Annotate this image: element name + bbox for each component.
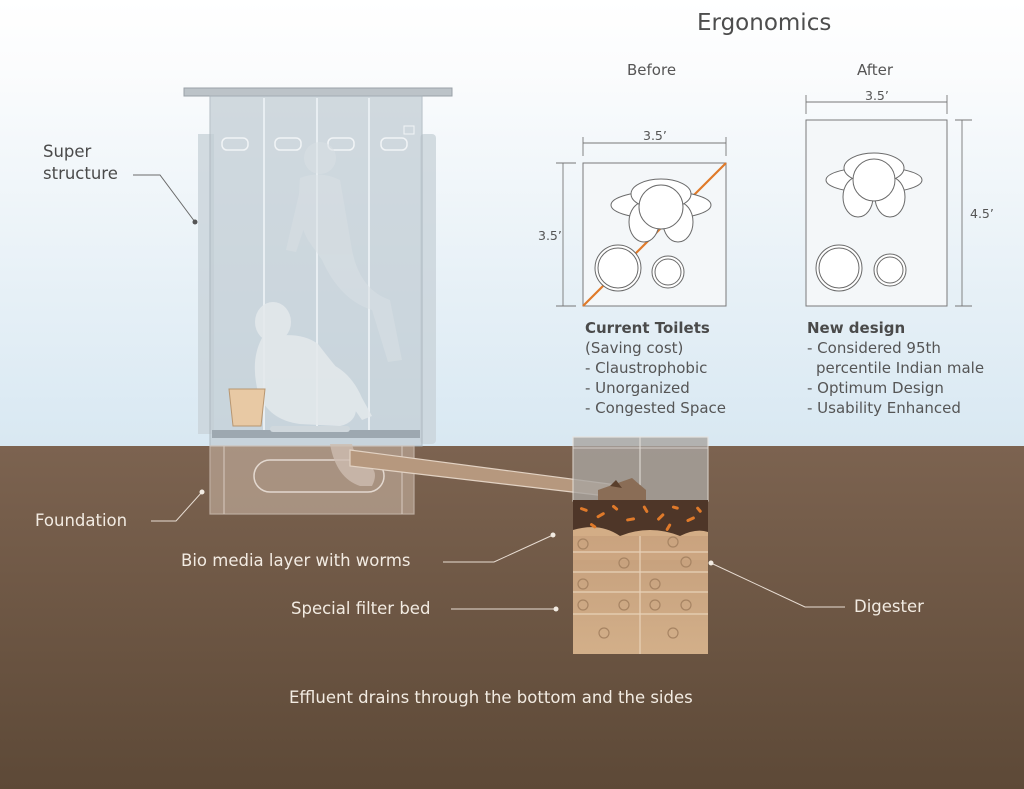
after-item: - Usability Enhanced <box>807 399 961 417</box>
after-label: After <box>857 61 894 79</box>
after-item: - Considered 95th <box>807 339 941 357</box>
after-item: - Optimum Design <box>807 379 944 397</box>
before-item: - Claustrophobic <box>585 359 708 377</box>
filter-bed-label: Special filter bed <box>291 599 431 618</box>
super-structure-label-line1: Super <box>43 142 92 161</box>
before-item: (Saving cost) <box>585 339 684 357</box>
after-heading: New design <box>807 319 906 337</box>
before-label: Before <box>627 61 677 79</box>
foundation-block <box>209 444 415 515</box>
filter-pebbles <box>577 536 692 639</box>
before-plan <box>556 137 727 307</box>
digester-tank <box>572 436 709 654</box>
foundation-label: Foundation <box>35 511 128 530</box>
worms <box>579 504 702 531</box>
before-width-dimension: 3.5’ <box>643 128 667 143</box>
super-structure <box>183 87 453 447</box>
before-item: - Unorganized <box>585 379 690 397</box>
before-heading: Current Toilets <box>585 319 710 337</box>
soil-background <box>0 446 1024 789</box>
diagram-title: Ergonomics <box>697 10 832 36</box>
leader-lines <box>133 174 196 223</box>
after-height-dimension: 4.5’ <box>970 206 994 221</box>
squatting-figure-silhouette <box>254 302 372 426</box>
standing-figure-silhouette <box>286 142 402 362</box>
after-description: New design - Considered 95th percentile … <box>807 318 984 418</box>
effluent-caption: Effluent drains through the bottom and t… <box>289 688 693 707</box>
before-height-dimension: 3.5’ <box>538 228 562 243</box>
before-description: Current Toilets (Saving cost) - Claustro… <box>585 318 726 418</box>
before-item: - Congested Space <box>585 399 727 417</box>
after-plan <box>805 95 972 307</box>
digester-label: Digester <box>854 597 924 616</box>
after-width-dimension: 3.5’ <box>865 88 889 103</box>
bio-media-label: Bio media layer with worms <box>181 551 411 570</box>
after-item: percentile Indian male <box>816 359 985 377</box>
super-structure-label-line2: structure <box>43 164 118 183</box>
water-bucket <box>228 388 266 427</box>
